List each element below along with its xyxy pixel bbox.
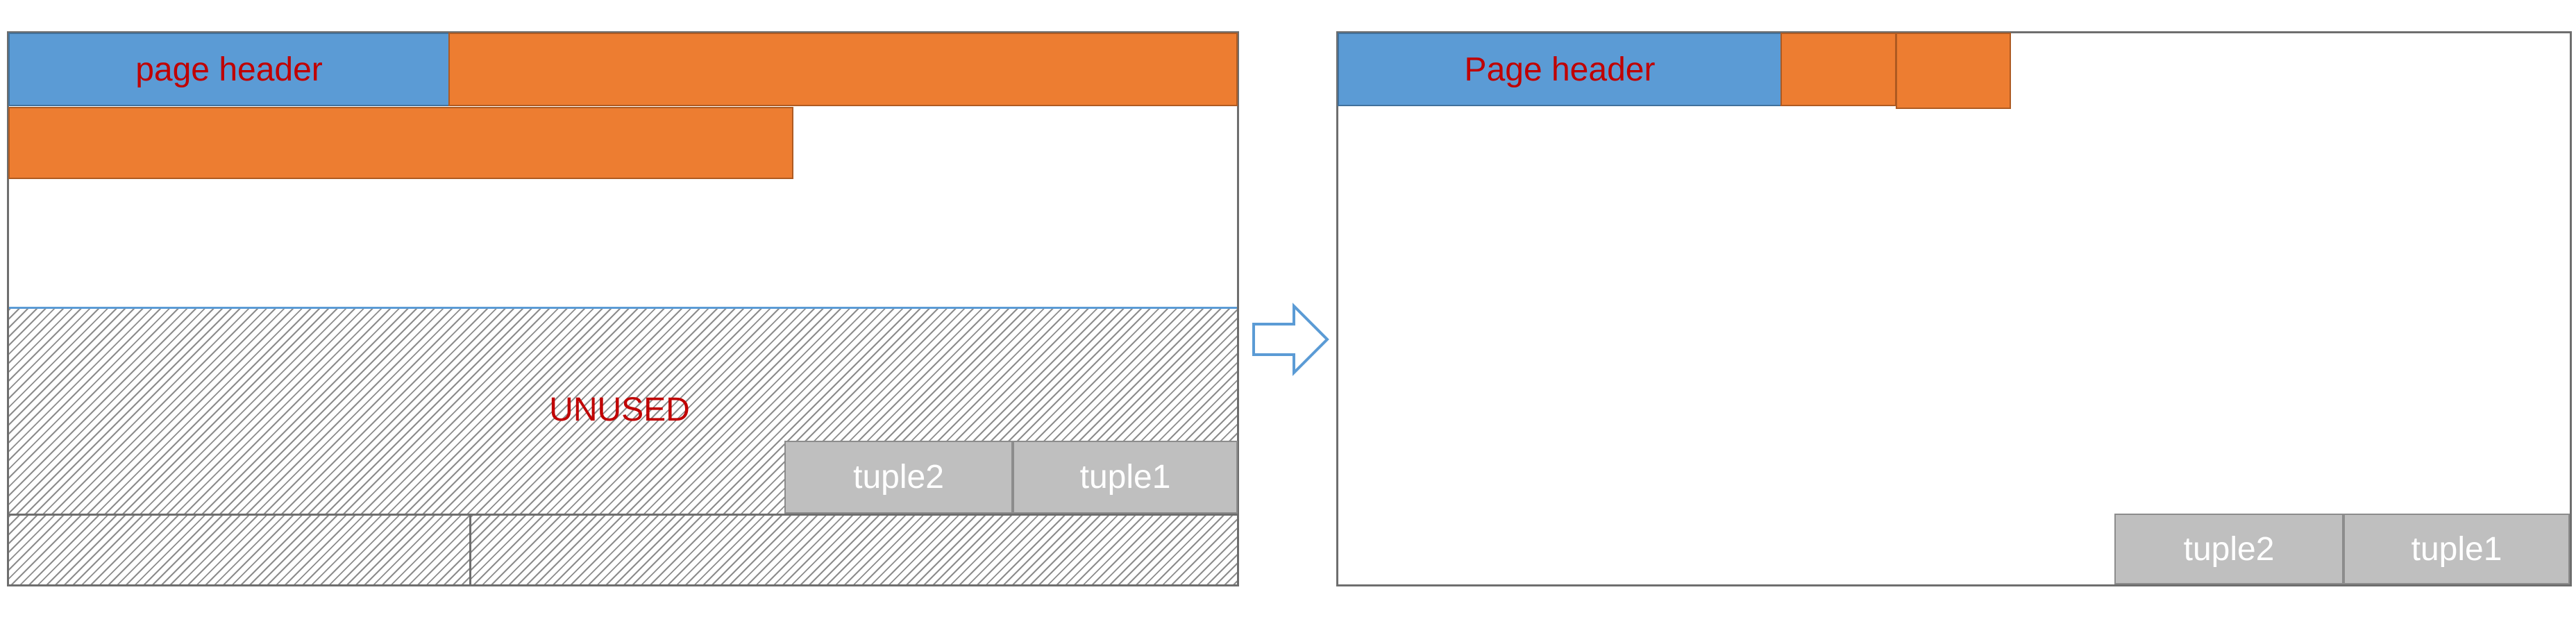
left-tuple1: tuple1 [1013, 441, 1238, 514]
right-page-header: Page header [1338, 33, 1782, 106]
right-item-pointer-1 [1781, 33, 1896, 106]
left-item-pointer-1 [448, 33, 1238, 106]
left-bottom-hatch-b [471, 514, 1237, 584]
right-tuple1: tuple1 [2343, 514, 2570, 584]
unused-label: UNUSED [549, 391, 690, 428]
right-item-pointer-2 [1896, 33, 2011, 109]
right-arrow-icon [1252, 303, 1329, 376]
left-tuple2: tuple2 [784, 441, 1013, 514]
left-page-header: page header [8, 33, 450, 106]
right-tuple2: tuple2 [2114, 514, 2343, 584]
right-page [1336, 31, 2572, 586]
left-item-pointer-2 [8, 107, 793, 179]
left-bottom-hatch-a [9, 514, 471, 584]
